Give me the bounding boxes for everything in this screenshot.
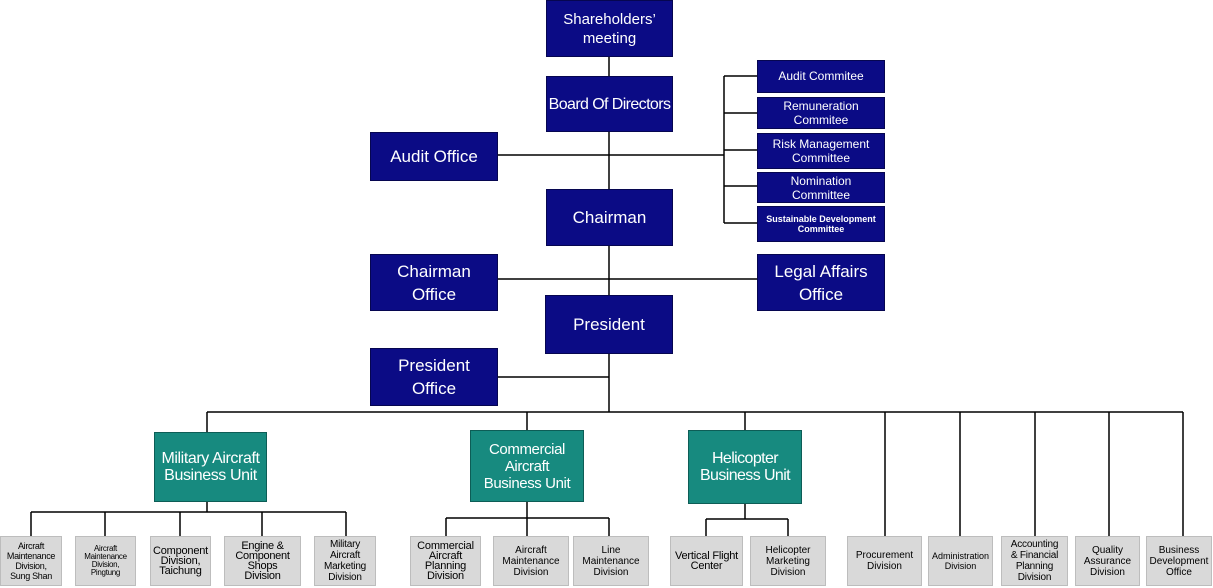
line-maintenance-division-box: Line Maintenance Division <box>573 536 649 586</box>
chairman-office-box: Chairman Office <box>370 254 498 311</box>
audit-office-box: Audit Office <box>370 132 498 181</box>
quality-assurance-division-box: Quality Assurance Division <box>1075 536 1140 586</box>
board-of-directors-box: Board Of Directors <box>546 76 673 132</box>
risk-management-committee-box: Risk Management Committee <box>757 133 885 169</box>
audit-committee-box: Audit Commitee <box>757 60 885 93</box>
engine-component-shops-division-box: Engine & Component Shops Division <box>224 536 301 586</box>
chairman-box: Chairman <box>546 189 673 246</box>
helicopter-business-unit-box: Helicopter Business Unit <box>688 430 802 504</box>
commercial-aircraft-maintenance-division-box: Aircraft Maintenance Division <box>493 536 569 586</box>
component-division-taichung-box: Component Division, Taichung <box>150 536 211 586</box>
accounting-financial-planning-division-box: Accounting & Financial Planning Division <box>1001 536 1068 586</box>
remuneration-committee-box: Remuneration Commitee <box>757 97 885 129</box>
president-box: President <box>545 295 673 354</box>
aircraft-maintenance-pingtung-box: Aircraft Maintenance Division, Pingtung <box>75 536 136 586</box>
helicopter-marketing-division-box: Helicopter Marketing Division <box>750 536 826 586</box>
commercial-aircraft-planning-division-box: Commercial Aircraft Planning Division <box>410 536 481 586</box>
procurement-division-box: Procurement Division <box>847 536 922 586</box>
president-office-box: President Office <box>370 348 498 406</box>
military-aircraft-business-unit-box: Military Aircraft Business Unit <box>154 432 267 502</box>
sustainable-development-committee-box: Sustainable Development Committee <box>757 206 885 242</box>
legal-affairs-office-box: Legal Affairs Office <box>757 254 885 311</box>
nomination-committee-box: Nomination Committee <box>757 172 885 203</box>
vertical-flight-center-box: Vertical Flight Center <box>670 536 743 586</box>
military-aircraft-marketing-division-box: Military Aircraft Marketing Division <box>314 536 376 586</box>
business-development-office-box: Business Development Office <box>1146 536 1212 586</box>
shareholders-meeting-box: Shareholders’ meeting <box>546 0 673 57</box>
commercial-aircraft-business-unit-box: Commercial Aircraft Business Unit <box>470 430 584 502</box>
aircraft-maintenance-songshan-box: Aircraft Maintenance Division, Sung Shan <box>0 536 62 586</box>
administration-division-box: Administration Division <box>928 536 993 586</box>
